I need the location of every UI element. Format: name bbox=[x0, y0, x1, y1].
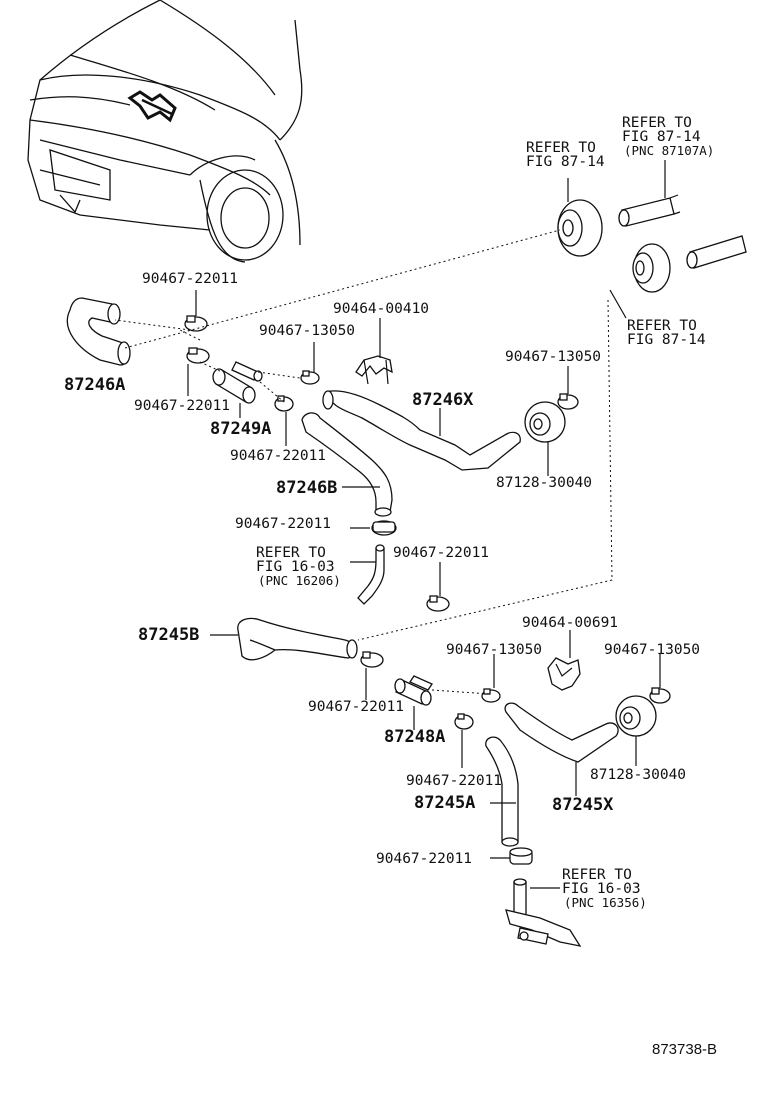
clamp-22011-lower-right bbox=[426, 595, 450, 612]
clip-90464-00410 bbox=[355, 355, 393, 385]
grommet-upper bbox=[557, 199, 603, 257]
part-label-90467-13050-d: 90467-13050 bbox=[604, 642, 700, 658]
hose-87246a bbox=[66, 297, 131, 366]
pipe-upper bbox=[618, 194, 681, 227]
part-label-90467-22011-e: 90467-22011 bbox=[393, 545, 489, 561]
clamp-22011-upper bbox=[184, 315, 208, 332]
part-label-90467-13050-b: 90467-13050 bbox=[505, 349, 601, 365]
pipe-16206 bbox=[357, 544, 385, 605]
refer-label-c-line1: REFER TO bbox=[627, 318, 697, 334]
part-label-90467-22011-d: 90467-22011 bbox=[235, 516, 331, 532]
clamp-22011-lower-small bbox=[454, 713, 474, 730]
part-label-87128-30040-b: 87128-30040 bbox=[590, 767, 686, 783]
refer-label-c-line2: FIG 87-14 bbox=[627, 332, 706, 348]
refer-label-d-line2: FIG 16-03 bbox=[256, 559, 335, 575]
refer-label-b-line2: FIG 87-14 bbox=[526, 154, 605, 170]
part-label-90467-13050-a: 90467-13050 bbox=[259, 323, 355, 339]
part-label-90467-13050-c: 90467-13050 bbox=[446, 642, 542, 658]
part-label-87248a: 87248A bbox=[384, 727, 445, 747]
part-label-87246a: 87246A bbox=[64, 375, 125, 395]
part-label-90467-22011-h: 90467-22011 bbox=[376, 851, 472, 867]
clamp-13050-right bbox=[557, 393, 579, 410]
clamp-22011-mid bbox=[186, 347, 210, 364]
clamp-22011-lowest bbox=[509, 847, 533, 865]
refer-label-a-line1: REFER TO bbox=[622, 115, 692, 131]
hose-87248a bbox=[394, 675, 433, 706]
refer-label-b-line1: REFER TO bbox=[526, 140, 596, 156]
clip-90464-00691 bbox=[547, 657, 581, 691]
hose-87246b bbox=[301, 412, 393, 517]
refer-label-a-line2: FIG 87-14 bbox=[622, 129, 701, 145]
hose-87249a bbox=[212, 361, 263, 404]
hose-87245b bbox=[237, 617, 358, 661]
refer-label-a-line3: (PNC 87107A) bbox=[624, 143, 714, 158]
part-label-87246x: 87246X bbox=[412, 390, 474, 410]
part-label-90467-22011-c: 90467-22011 bbox=[230, 448, 326, 464]
hose-87246x bbox=[322, 390, 521, 471]
hose-87245x bbox=[504, 702, 619, 763]
part-label-90467-22011-f: 90467-22011 bbox=[308, 699, 404, 715]
hose-87245a bbox=[485, 736, 519, 847]
clamp-13050-upper bbox=[300, 370, 320, 385]
part-label-90464-00410: 90464-00410 bbox=[333, 301, 429, 317]
part-label-87245b: 87245B bbox=[138, 625, 199, 645]
clamp-13050-lower-right bbox=[649, 687, 671, 704]
refer-label-e-line3: (PNC 16356) bbox=[564, 895, 647, 910]
refer-label-d-line3: (PNC 16206) bbox=[258, 573, 341, 588]
labels: REFER TO FIG 87-14 (PNC 87107A) REFER TO… bbox=[64, 115, 717, 1058]
part-label-90467-22011-b: 90467-22011 bbox=[134, 398, 230, 414]
leader-lines bbox=[187, 160, 666, 889]
clamp-13050-lower-left bbox=[481, 688, 501, 703]
grommet-lower bbox=[632, 243, 671, 293]
part-label-87245a: 87245A bbox=[414, 793, 475, 813]
part-label-90467-22011-g: 90467-22011 bbox=[406, 773, 502, 789]
refer-label-d-line1: REFER TO bbox=[256, 545, 326, 561]
part-label-90467-22011-a: 90467-22011 bbox=[142, 271, 238, 287]
pipe-16356 bbox=[505, 878, 582, 947]
part-label-90464-00691: 90464-00691 bbox=[522, 615, 618, 631]
part-label-87246b: 87246B bbox=[276, 478, 337, 498]
clamp-22011-bottom-b bbox=[371, 520, 397, 536]
grommet-87128-upper bbox=[524, 401, 566, 443]
diagram-code: 873738-B bbox=[652, 1041, 717, 1058]
guide-lines bbox=[114, 229, 613, 695]
refer-label-e-line2: FIG 16-03 bbox=[562, 881, 641, 897]
refer-label-e-line1: REFER TO bbox=[562, 867, 632, 883]
part-label-87249a: 87249A bbox=[210, 419, 271, 439]
clamp-22011-small bbox=[274, 395, 294, 412]
grommet-87128-lower bbox=[615, 695, 657, 737]
pipe-lower bbox=[686, 235, 747, 269]
part-label-87128-30040-a: 87128-30040 bbox=[496, 475, 592, 491]
clamp-22011-lower-left bbox=[360, 651, 384, 668]
car-illustration bbox=[27, 0, 303, 263]
part-label-87245x: 87245X bbox=[552, 795, 614, 815]
